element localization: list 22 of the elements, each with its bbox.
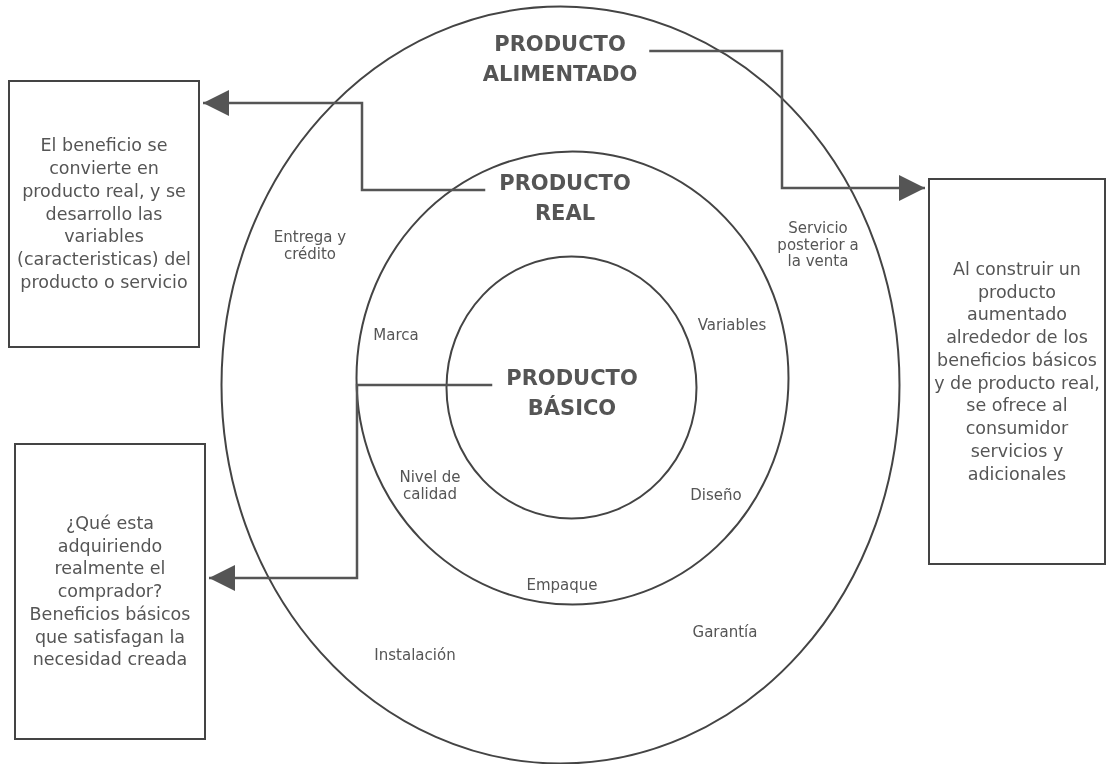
note-text: ¿Qué esta adquiriendo realmente el comprador? Beneficios básicos que satisfagan la necesidad creada bbox=[28, 511, 192, 672]
note-box bbox=[8, 80, 200, 348]
note-box bbox=[14, 443, 206, 740]
note-text: Al construir un producto aumentado alrededor de los beneficios básicos y de producto real, se ofrece al consumidor servicios y adicionales bbox=[934, 257, 1100, 486]
ring-circle bbox=[220, 5, 901, 764]
ring-heading: PRODUCTO REAL bbox=[499, 170, 631, 228]
arrow bbox=[209, 383, 493, 591]
ring-label: Nivel de calidad bbox=[398, 468, 462, 502]
ring-label: Diseño bbox=[690, 486, 742, 504]
ring-label: Marca bbox=[373, 326, 419, 344]
arrow bbox=[203, 90, 486, 192]
ring-label: Servicio posterior a la venta bbox=[776, 220, 860, 270]
ring-label: Entrega y crédito bbox=[272, 228, 348, 262]
note-text: El beneficio se convierte en producto real, y se desarrollo las variables (caracteristicas) del producto o servicio bbox=[16, 134, 192, 294]
ring-heading: PRODUCTO ALIMENTADO bbox=[482, 31, 638, 89]
note-box bbox=[928, 178, 1106, 565]
ring-heading: PRODUCTO BÁSICO bbox=[506, 365, 638, 423]
arrow bbox=[649, 49, 925, 201]
ring-label: Garantía bbox=[692, 623, 758, 641]
ring-label: Empaque bbox=[526, 576, 598, 594]
ring-label: Variables bbox=[697, 316, 767, 334]
ring-label: Instalación bbox=[374, 646, 456, 664]
